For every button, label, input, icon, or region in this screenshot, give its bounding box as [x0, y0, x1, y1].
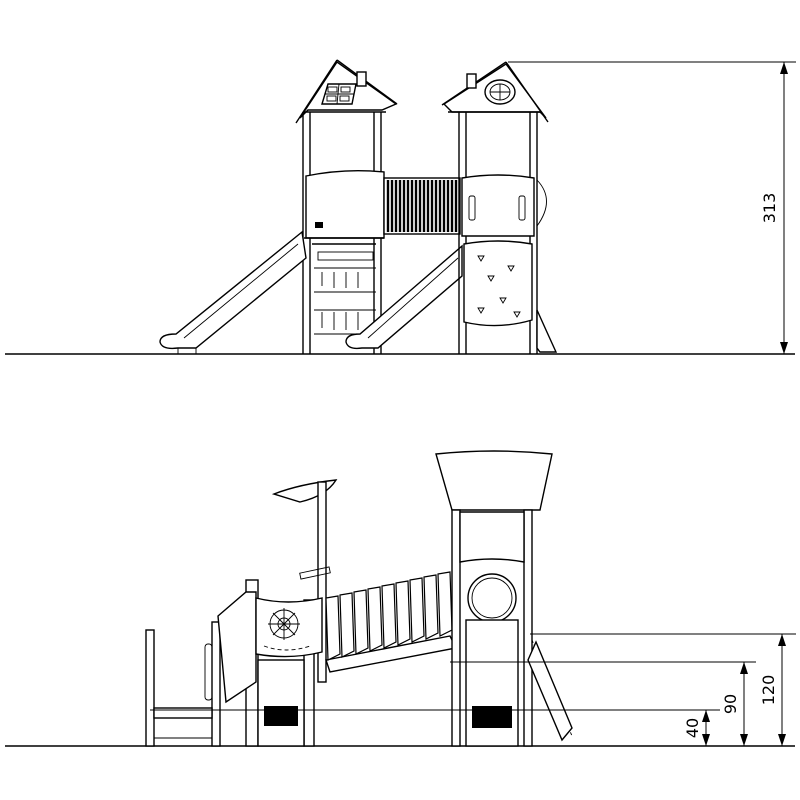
mast: [271, 479, 338, 683]
bridge-plank: [395, 580, 411, 646]
left-slide-bed: [159, 230, 307, 350]
tower-grate: [472, 706, 512, 728]
deck-left: [217, 579, 323, 747]
sail: [271, 479, 338, 503]
front-view: 313: [5, 59, 796, 355]
left-ladder-rungs: [314, 267, 376, 335]
dim-label-high: 120: [759, 675, 778, 706]
side-tower-roof: [435, 450, 553, 511]
right-handle-icon: [518, 195, 526, 221]
porthole: [467, 573, 517, 623]
center-slide-bed: [345, 244, 463, 350]
side-bump: [536, 179, 547, 227]
dim-label-low: 40: [683, 718, 702, 738]
left-slide: [159, 230, 307, 354]
right-stub: [536, 309, 558, 353]
center-slide: [345, 244, 463, 350]
steering-wheel-icon: [268, 608, 300, 640]
round-window-icon: [484, 79, 516, 105]
climbing-wall: [463, 240, 533, 327]
roof-window-icon: [321, 83, 357, 105]
entry-step: [145, 621, 221, 747]
left-tower: [295, 59, 398, 354]
climber-net: [527, 640, 573, 742]
bridge-plank: [423, 574, 439, 640]
left-chimney: [356, 71, 367, 87]
tunnel: [383, 177, 461, 235]
bridge-plank: [437, 571, 453, 637]
badge-icon: [315, 222, 323, 228]
climbing-holds: [477, 255, 521, 318]
left-handle-icon: [468, 195, 476, 221]
bridge-plank: [339, 592, 355, 658]
bridge-plank: [325, 595, 341, 661]
right-upper-panel: [461, 174, 535, 237]
right-tower: [441, 61, 558, 354]
bridge-plank: [381, 583, 397, 649]
side-view: 120 90 40: [5, 450, 796, 747]
bridge-plank: [353, 589, 369, 655]
bridge-plank: [367, 586, 383, 652]
plank-bridge: [325, 571, 458, 673]
right-chimney: [466, 73, 477, 89]
bridge-plank: [409, 577, 425, 643]
side-tower: [435, 450, 573, 747]
dim-label-mid: 90: [721, 694, 740, 714]
height-dimension: 313: [508, 61, 796, 354]
height-label: 313: [760, 193, 779, 224]
side-dimensions: 120 90 40: [150, 633, 796, 746]
step-grate: [264, 706, 298, 726]
